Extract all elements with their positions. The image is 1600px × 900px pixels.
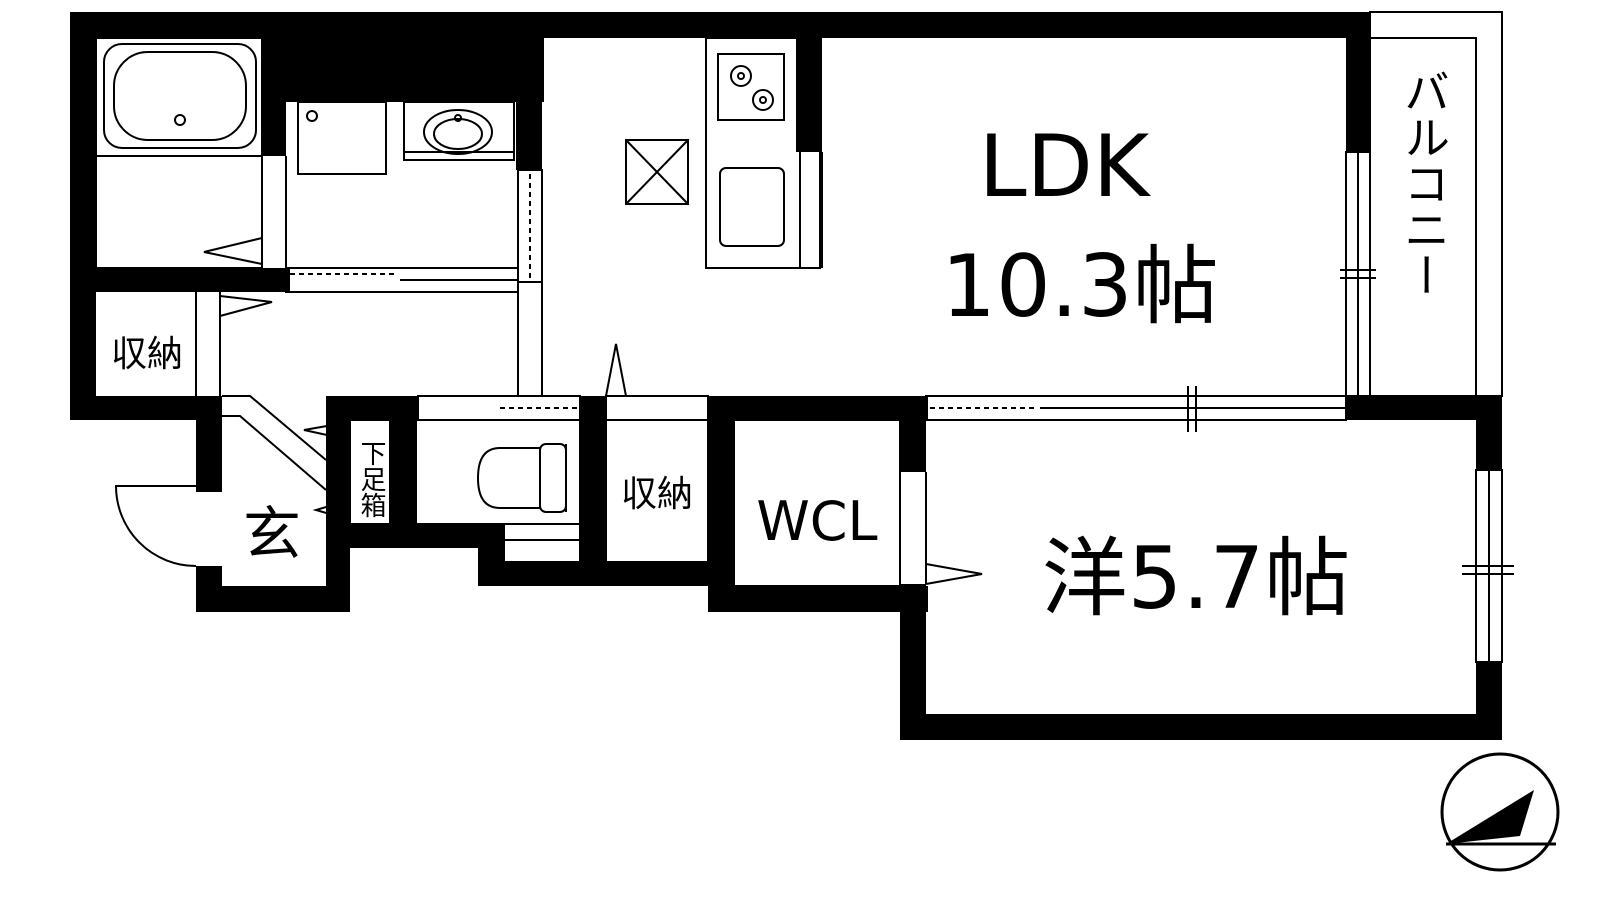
compass-needle [1446, 790, 1534, 844]
shoe-door-arrow [303, 421, 351, 441]
wall-ldk-bottom-mid2 [708, 396, 928, 420]
wall-wcl-bottom [708, 586, 928, 612]
sink-faucet [454, 114, 462, 122]
burner-2 [752, 89, 774, 111]
wall-kitchen-pillar [796, 38, 822, 152]
kitchen [625, 53, 785, 247]
burner-2-inner [759, 96, 767, 104]
wall-storage-base [580, 562, 710, 586]
wall-wcl-right [900, 396, 926, 472]
toilet [476, 443, 567, 513]
washer-space [297, 101, 387, 175]
doors [114, 237, 983, 585]
wall-left-bottom [70, 396, 200, 420]
wall-west-right-bottom [1476, 662, 1502, 740]
shoe-box-label: 下足箱 [356, 440, 386, 518]
dashes [290, 174, 1036, 409]
toilet-tank [539, 443, 567, 513]
compass-icon [1440, 752, 1560, 872]
western-room-label: 洋5.7帖 [1042, 529, 1351, 629]
partitions [95, 37, 1503, 663]
fridge-x2 [625, 139, 689, 205]
refrigerator-space [625, 139, 689, 205]
kitchen-counter [705, 37, 821, 269]
storage-left-label: 収納 [111, 334, 183, 375]
shoe-door-arrow2 [312, 499, 351, 521]
wall-corridor [516, 38, 542, 170]
ldk-bottom-open [605, 395, 709, 421]
bath-door-arrow [203, 237, 263, 265]
shoe-box-outline [349, 419, 391, 525]
wall-bath-right [262, 38, 286, 156]
kitchen-sink [719, 167, 785, 247]
bathtub-outer [103, 43, 257, 149]
ldk-door-arrow [605, 343, 627, 397]
storage-mid-label: 収納 [621, 474, 693, 515]
bathroom-room [95, 37, 263, 269]
sink-inner [433, 118, 483, 150]
bathtub-drain [174, 114, 186, 126]
west-door-arrow [925, 563, 983, 585]
storage-door-arrow [219, 295, 273, 317]
wall-west-right-top [1476, 396, 1502, 470]
front-door-swing [114, 485, 197, 567]
wall-ldk-right-top [1346, 12, 1370, 152]
bathtub [96, 43, 514, 157]
bathtub-inner [113, 51, 247, 141]
sink-basin [423, 109, 493, 155]
corridor-slide-lower [517, 281, 543, 397]
ldk-size-label: 10.3帖 [941, 237, 1218, 337]
ldk-name-label: LDK [979, 117, 1152, 217]
washer-drain [306, 110, 318, 122]
stove-top [717, 53, 785, 121]
entrance-label: 玄 [243, 500, 301, 568]
burner-1 [730, 65, 752, 87]
entrance-step2 [222, 415, 327, 491]
toilet-lower [503, 523, 581, 563]
wall-left [70, 12, 96, 420]
balcony-label: バルコニー [1397, 68, 1451, 298]
entrance-step [222, 395, 327, 461]
wall-top-block [262, 12, 544, 102]
wall-storage-right [580, 396, 606, 586]
burner-1-inner [737, 72, 745, 80]
wall-bath-storage [70, 268, 290, 292]
toilet-bowl [476, 447, 541, 509]
sink-cabinet [403, 101, 515, 161]
walls [70, 12, 1502, 740]
wall-entrance-bottom [196, 586, 350, 612]
window-ticks [1187, 256, 1514, 575]
wall-entrance-left [196, 396, 222, 492]
wcl-label: WCL [756, 490, 877, 553]
toilet-room [415, 419, 581, 525]
wall-storage2-right [708, 396, 734, 612]
wall-west-bottom [900, 714, 1502, 740]
storage-mid-room [605, 419, 709, 563]
wall-toilet-left [390, 396, 416, 548]
